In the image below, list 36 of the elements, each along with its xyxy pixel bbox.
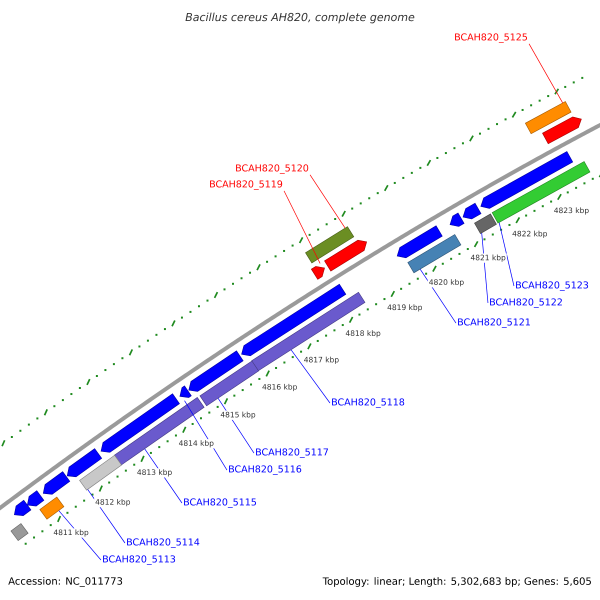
locus-tag-label: BCAH820_5119 [210,180,282,190]
gene-feature [324,240,368,272]
locus-tag-label: BCAH820_5116 [229,465,302,475]
map-title: Bacillus cereus AH820, complete genome [186,12,414,24]
gene-block [251,292,366,372]
locus-tag-label: BCAH820_5117 [256,448,328,458]
locus-tag-label: BCAH820_5120 [236,164,308,174]
locus-tag-label: BCAH820_5123 [516,281,588,291]
leader-line [290,350,330,404]
leader-line [284,190,320,264]
leader-line [310,174,346,228]
gene-feature [462,202,482,220]
gene-feature [241,284,346,356]
locus-tag-label: BCAH820_5114 [127,538,200,548]
gene-feature [26,490,44,506]
locus-tag-label: BCAH820_5121 [458,318,530,328]
gene-feature [542,116,582,144]
gene-block [305,226,354,264]
locus-tag-label: BCAH820_5113 [103,555,176,565]
genome-info-text: Topology: linear; Length: 5,302,683 bp; Genes: 5,605 [322,577,591,587]
gene-block [474,214,497,234]
gene-block [200,360,260,406]
locus-tag-label: BCAH820_5115 [184,498,256,508]
leader-line [420,268,456,324]
gene-block [492,161,590,224]
leader-line [498,222,514,286]
gene-feature [480,151,574,209]
locus-tag-label: BCAH820_5125 [455,33,528,43]
leader-line [481,232,488,304]
gene-feature [14,500,32,516]
gene-feature [42,471,70,495]
locus-tag-label: BCAH820_5122 [490,298,562,308]
locus-tag-label: BCAH820_5118 [332,398,404,408]
leader-line [528,44,563,104]
gene-feature [450,212,464,227]
accession-text: Accession: NC_011773 [8,577,122,587]
